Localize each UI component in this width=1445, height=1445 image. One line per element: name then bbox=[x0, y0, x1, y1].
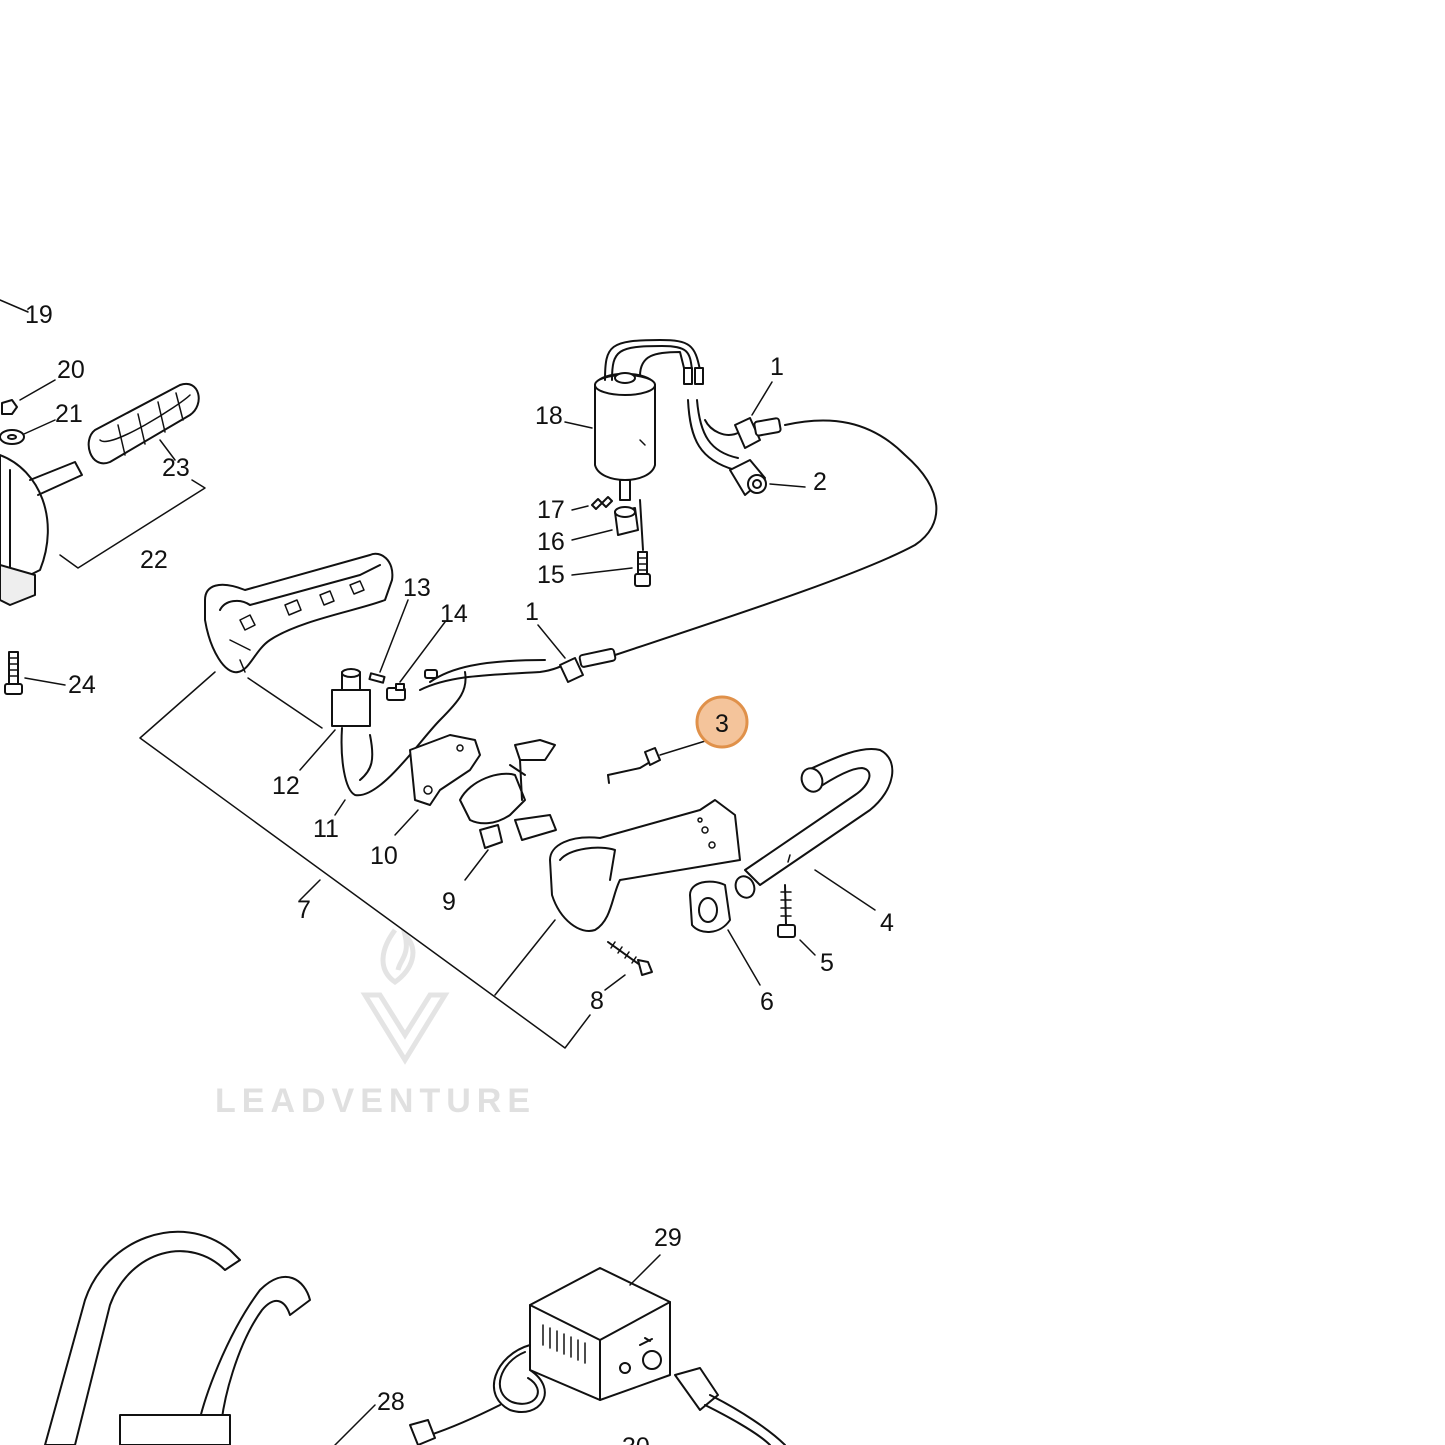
callout-29[interactable]: 29 bbox=[654, 1224, 682, 1252]
callout-21[interactable]: 21 bbox=[55, 400, 83, 428]
callout-5[interactable]: 5 bbox=[820, 949, 834, 977]
part-3-spring bbox=[607, 737, 716, 784]
highlight-circle bbox=[695, 695, 749, 749]
callout-1-lower[interactable]: 1 bbox=[525, 598, 539, 626]
watermark-text: LEADVENTURE bbox=[215, 1082, 536, 1120]
callout-labels: 19 20 21 23 22 24 18 1 2 17 16 15 13 14 … bbox=[25, 301, 894, 1445]
callout-10[interactable]: 10 bbox=[370, 842, 398, 870]
callout-7[interactable]: 7 bbox=[297, 896, 311, 924]
callout-20[interactable]: 20 bbox=[57, 356, 85, 384]
callout-16[interactable]: 16 bbox=[537, 528, 565, 556]
callout-15[interactable]: 15 bbox=[537, 561, 565, 589]
callout-9[interactable]: 9 bbox=[442, 888, 456, 916]
callout-22[interactable]: 22 bbox=[140, 546, 168, 574]
handle-tube-assembly bbox=[549, 748, 894, 991]
rear-handle-assembly bbox=[139, 552, 617, 1049]
callout-12[interactable]: 12 bbox=[272, 772, 300, 800]
callout-17[interactable]: 17 bbox=[537, 496, 565, 524]
callout-18[interactable]: 18 bbox=[535, 402, 563, 430]
callout-1-upper[interactable]: 1 bbox=[770, 353, 784, 381]
callout-3-highlighted[interactable]: 3 bbox=[715, 710, 729, 738]
callout-2[interactable]: 2 bbox=[813, 468, 827, 496]
throttle-grip-assembly bbox=[0, 299, 206, 695]
callout-13[interactable]: 13 bbox=[403, 574, 431, 602]
callout-8[interactable]: 8 bbox=[590, 987, 604, 1015]
callout-19[interactable]: 19 bbox=[25, 301, 53, 329]
callout-14[interactable]: 14 bbox=[440, 600, 468, 628]
callout-28[interactable]: 28 bbox=[377, 1388, 405, 1416]
callout-4[interactable]: 4 bbox=[880, 909, 894, 937]
ignition-coil-assembly bbox=[564, 339, 938, 656]
callout-23[interactable]: 23 bbox=[162, 454, 190, 482]
leadventure-watermark: LEADVENTURE bbox=[215, 926, 536, 1120]
callout-30[interactable]: 30 bbox=[622, 1433, 650, 1445]
power-unit-and-frame bbox=[44, 1230, 786, 1445]
callout-11[interactable]: 11 bbox=[313, 815, 339, 843]
callout-6[interactable]: 6 bbox=[760, 988, 774, 1016]
callout-24[interactable]: 24 bbox=[68, 671, 96, 699]
